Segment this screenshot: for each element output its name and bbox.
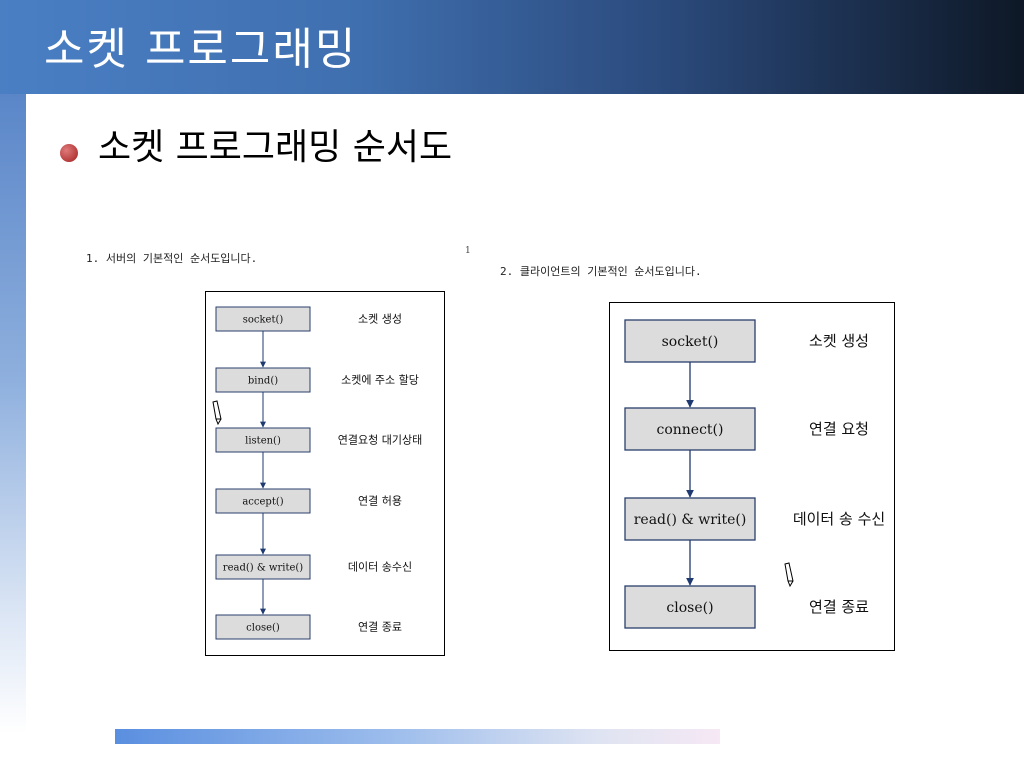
flow-description-label: 소켓에 주소 할당 [341,374,419,387]
flow-description-label: 연결 종료 [809,598,869,616]
flow-function-label: close() [246,623,280,634]
page-number: 1 [465,246,471,256]
flow-step-server-1: bind() 소켓에 주소 할당 [215,367,419,393]
flow-step-server-3: accept() 연결 허용 [215,488,402,514]
flow-step-server-0: socket() 소켓 생성 [215,306,402,332]
flow-step-server-5: close() 연결 종료 [215,614,402,640]
flow-step-server-4: read() & write() 데이터 송수신 [215,554,412,580]
flow-description-label: 데이터 송수신 [348,561,412,574]
flow-step-client-1: connect() 연결 요청 [624,407,869,451]
flow-function-label: connect() [657,422,724,438]
pen-cursor-icon [212,400,222,426]
slide-title: 소켓 프로그래밍 [44,24,358,75]
flow-step-client-2: read() & write() 데이터 송 수신 [624,497,885,541]
client-flowchart: socket() 소켓 생성 connect() 연결 요청 read() & writ… [609,302,895,651]
flow-step-client-0: socket() 소켓 생성 [624,319,869,363]
flow-function-label: close() [666,600,713,616]
server-caption: 1. 서버의 기본적인 순서도입니다. [86,252,258,265]
flow-function-label: socket() [662,334,719,350]
flow-description-label: 연결 허용 [358,495,402,508]
flow-description-label: 연결 요청 [809,420,869,438]
flow-function-label: read() & write() [634,512,747,528]
flow-description-label: 소켓 생성 [809,332,869,350]
flow-description-label: 연결요청 대기상태 [338,434,422,447]
server-flowchart: socket() 소켓 생성 bind() 소켓에 주소 할당 listen() 연결요청… [205,291,445,656]
flow-description-label: 데이터 송 수신 [793,510,885,528]
flow-function-label: bind() [248,376,278,387]
footer-gradient-bar [115,729,720,744]
bullet-text: 소켓 프로그래밍 순서도 [98,127,453,168]
flow-description-label: 소켓 생성 [358,313,402,326]
bullet-dot-icon [60,144,78,162]
flow-function-label: read() & write() [223,563,303,574]
flow-function-label: listen() [245,436,281,447]
flow-function-label: accept() [242,497,283,508]
flow-function-label: socket() [243,315,284,326]
title-bar [0,0,1024,94]
left-decor-strip [0,94,26,734]
client-caption: 2. 클라이언트의 기본적인 순서도입니다. [500,265,702,278]
pen-cursor-icon [784,562,794,588]
flow-description-label: 연결 종료 [358,621,402,634]
flow-step-client-3: close() 연결 종료 [624,585,869,629]
